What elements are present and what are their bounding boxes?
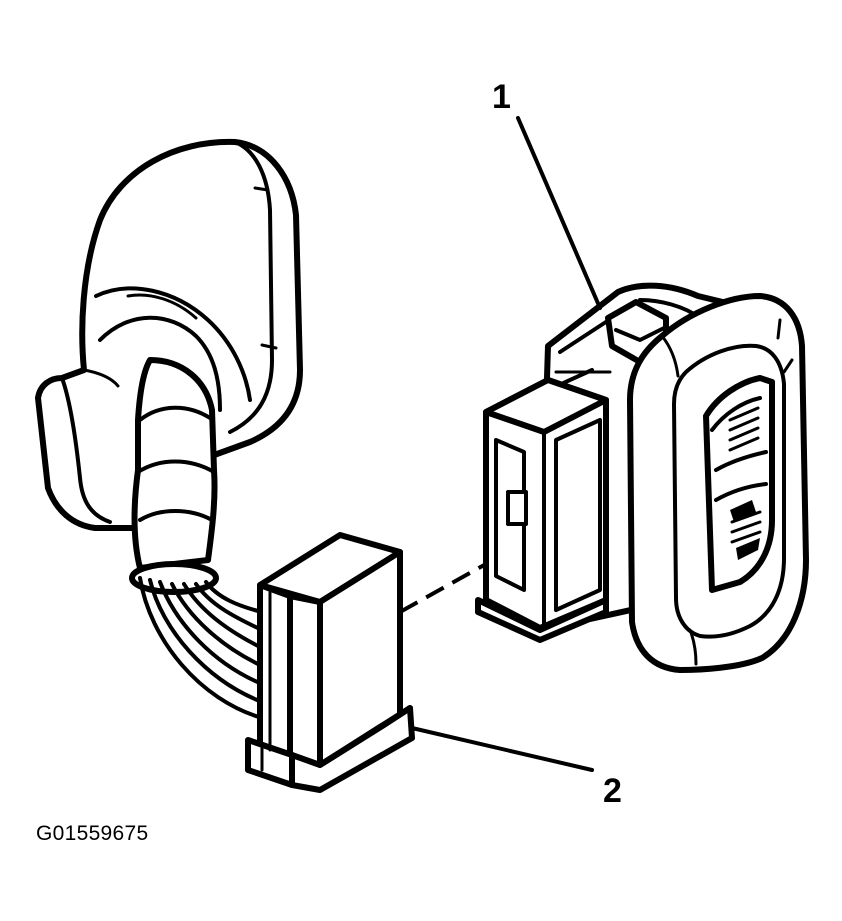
callout-label-2: 2: [603, 772, 622, 810]
wire-bundle: [138, 576, 264, 720]
switch-assembly: [475, 282, 809, 673]
harness-connector: [245, 532, 415, 793]
alignment-dashed-line: [399, 543, 521, 614]
leader-line-2: [410, 726, 594, 772]
figure-id: G01559675: [36, 822, 149, 845]
leader-line-1: [516, 116, 602, 310]
harness-sleeve: [129, 357, 219, 595]
callout-label-1: 1: [492, 78, 511, 116]
